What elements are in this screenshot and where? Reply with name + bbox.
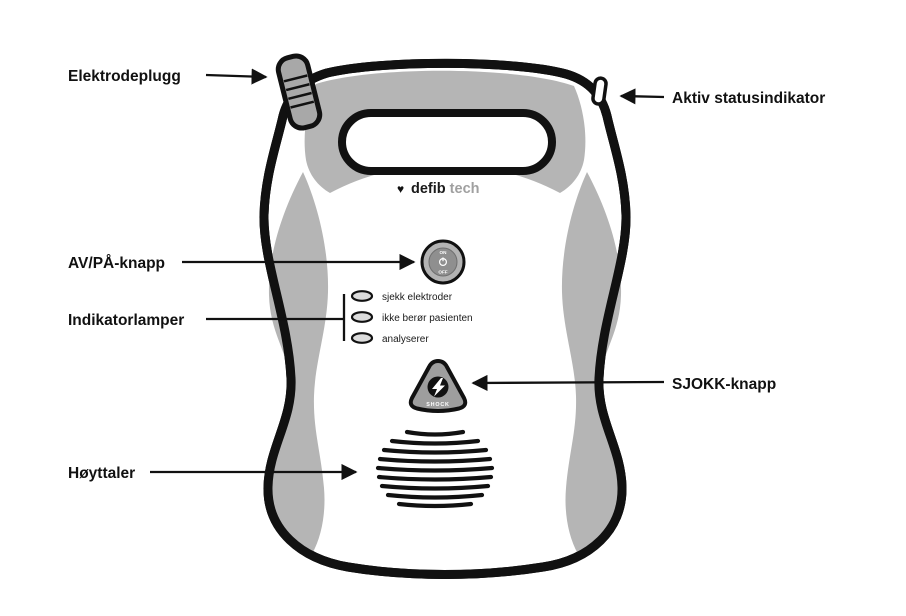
power-button-inner [428,247,458,277]
speaker-line [376,474,494,482]
shock-button: SHOCK [408,359,468,413]
speaker-line [389,438,481,446]
callout-arrow-shock-button [471,374,665,391]
electrode-plug-body [275,53,323,131]
electrode-plug-ridge [285,83,310,92]
callout-label-power-button: AV/PÅ-knapp [68,255,165,272]
brand-defib: defib [411,181,446,197]
electrode-plug [275,53,323,131]
callout-label-status-indicator: Aktiv statusindikator [672,90,825,107]
callout-arrow-status-indicator [619,88,665,105]
lamp-label: sjekk elektroder [382,292,453,303]
speaker-line [379,483,491,491]
lamp-label: analyserer [382,334,429,345]
speaker-line [377,456,493,464]
power-icon [439,257,448,267]
device-outline [259,58,631,579]
indicator-lamp [350,332,374,344]
callout-indicator-lamps: Indikatorlamper [68,294,346,341]
callout-arrow-electrode-plug [205,68,268,85]
side-panel-right [561,172,622,554]
status-indicator [591,76,608,106]
power-button: ON OFF [420,239,466,285]
electrode-plug-ridge [290,100,315,109]
power-on-label: ON [440,250,448,255]
shock-label: SHOCK [426,402,449,408]
heart-icon: ♥ [397,182,404,196]
indicator-lamp [350,290,374,302]
speaker-line [375,465,495,473]
brand-logo: ♥ defib tech [397,181,480,197]
callout-power-button: AV/PÅ-knapp [68,253,416,272]
callout-electrode-plug: Elektrodeplugg [68,68,268,85]
indicator-lamps: sjekk elektroder ikke berør pasienten an… [350,290,473,345]
handle-opening [338,109,556,175]
speaker-line [385,492,485,500]
electrode-plug-ridge [283,74,308,83]
brand-tech: tech [450,181,480,197]
brand-name: defib tech [411,181,480,197]
status-indicator-window [591,76,608,106]
lamp-label: ikke berør pasienten [382,313,473,324]
power-off-label: OFF [438,270,447,275]
electrode-plug-ridge [288,91,312,100]
callout-label-speaker: Høyttaler [68,465,135,482]
speaker-line [404,429,466,437]
callout-label-electrode-plug: Elektrodeplugg [68,68,181,85]
side-panel-left [268,172,329,554]
callout-speaker: Høyttaler [68,463,358,482]
callout-label-indicator-lamps: Indikatorlamper [68,312,184,329]
indicator-lamp [350,311,374,323]
speaker-line [396,501,474,509]
callout-label-shock-button: SJOKK-knapp [672,376,776,393]
speaker-line [381,447,489,455]
speaker-grille [375,429,495,509]
callout-status-indicator: Aktiv statusindikator [619,88,825,107]
lightning-bolt-icon [432,378,445,397]
callout-shock-button: SJOKK-knapp [471,374,776,393]
